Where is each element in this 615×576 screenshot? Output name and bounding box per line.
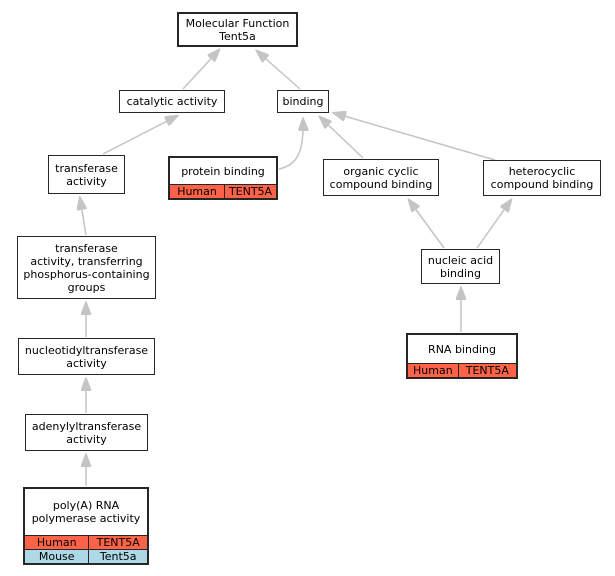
- node-organic-cyclic-compound-binding[interactable]: organic cyclic compound binding: [323, 159, 439, 196]
- edge-protein-binding-to-binding: [278, 119, 303, 170]
- species-cell: Human: [408, 364, 458, 377]
- annotation-row-human: Human TENT5A: [170, 184, 276, 198]
- node-transferase-phosphorus-groups[interactable]: transferase activity, transferring phosp…: [17, 236, 156, 299]
- node-heterocyclic-compound-binding[interactable]: heterocyclic compound binding: [483, 160, 601, 196]
- node-nucleic-acid-binding[interactable]: nucleic acid binding: [421, 249, 500, 284]
- node-label: poly(A) RNA polymerase activity: [25, 489, 147, 535]
- annotation-row-human: Human TENT5A: [25, 535, 147, 549]
- annotation-row-mouse: Mouse Tent5a: [25, 549, 147, 563]
- edge-heterocyclic-compound-binding-to-binding: [334, 113, 496, 161]
- node-label: protein binding: [170, 158, 276, 184]
- node-binding[interactable]: binding: [277, 90, 329, 113]
- node-polya-rna-polymerase-activity[interactable]: poly(A) RNA polymerase activity Human TE…: [23, 487, 149, 565]
- gene-cell: Tent5a: [88, 550, 147, 563]
- species-cell: Human: [170, 185, 225, 198]
- gene-cell: TENT5A: [88, 536, 147, 549]
- node-rna-binding[interactable]: RNA binding Human TENT5A: [406, 333, 518, 379]
- species-cell: Human: [25, 536, 89, 549]
- gene-cell: TENT5A: [457, 364, 516, 377]
- edge-catalytic-activity-to-molecular-function: [182, 50, 219, 90]
- node-molecular-function[interactable]: Molecular Function Tent5a: [177, 12, 298, 47]
- node-protein-binding[interactable]: protein binding Human TENT5A: [168, 156, 278, 200]
- edge-transferase-activity-to-catalytic-activity: [102, 116, 177, 155]
- edge-nucleic-acid-binding-to-heterocyclic: [476, 200, 511, 249]
- edge-organic-cyclic-compound-binding-to-binding: [320, 117, 364, 159]
- node-label: nucleic acid binding: [427, 253, 494, 280]
- node-transferase-activity[interactable]: transferase activity: [48, 155, 125, 194]
- node-label: catalytic activity: [126, 95, 218, 108]
- node-label: Molecular Function Tent5a: [185, 16, 290, 43]
- node-label: transferase activity, transferring phosp…: [23, 241, 150, 294]
- edge-binding-to-molecular-function: [257, 51, 301, 90]
- node-label: heterocyclic compound binding: [490, 165, 594, 191]
- species-cell: Mouse: [25, 550, 89, 563]
- node-nucleotidyltransferase-activity[interactable]: nucleotidyltransferase activity: [18, 338, 155, 375]
- node-adenylyltransferase-activity[interactable]: adenylyltransferase activity: [25, 414, 148, 451]
- gene-cell: TENT5A: [224, 185, 276, 198]
- node-label: binding: [282, 95, 324, 108]
- edge-transferase-phosphorus-to-transferase-activity: [80, 198, 86, 236]
- node-catalytic-activity[interactable]: catalytic activity: [119, 90, 225, 113]
- node-label: transferase activity: [55, 161, 118, 188]
- edge-nucleic-acid-binding-to-organic-cyclic: [409, 200, 445, 249]
- node-label: nucleotidyltransferase activity: [24, 343, 149, 370]
- node-label: adenylyltransferase activity: [31, 419, 142, 446]
- node-label: organic cyclic compound binding: [329, 164, 433, 191]
- node-label: RNA binding: [408, 335, 516, 363]
- annotation-row-human: Human TENT5A: [408, 363, 516, 377]
